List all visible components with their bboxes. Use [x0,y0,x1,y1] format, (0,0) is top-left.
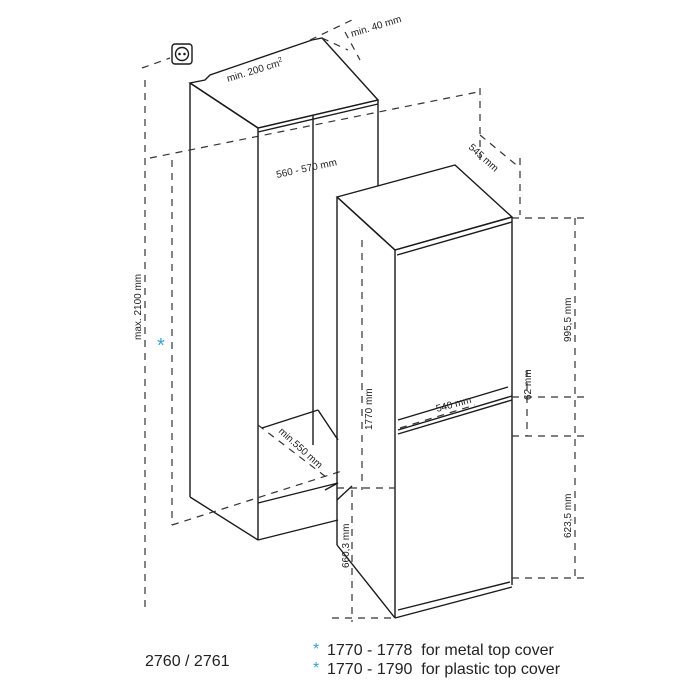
note-asterisk: * [313,660,319,677]
gap-label: 62 mm [523,369,534,400]
top-gap-dim [309,19,353,41]
appliance-depth-dim-line [479,134,521,169]
max-height-label: max. 2100 mm [133,274,144,340]
note-plastic-cover: * 1770 - 1790 for plastic top cover [313,660,561,678]
lower-door-height-label: 623,5 mm [563,494,574,538]
width-540-dim-line [399,404,476,429]
model-number: 2760 / 2761 [145,653,230,670]
top-gap-label: min. 40 mm [350,14,403,40]
note-metal-cover: * 1770 - 1778 for metal top cover [313,641,554,659]
note-text: 1770 - 1790 for plastic top cover [327,661,561,678]
power-socket-icon [171,43,193,65]
niche-depth-label: min.550 mm [276,426,324,471]
niche-cabinet [188,37,380,541]
hinge-height-label: 660,3 mm [341,524,352,568]
note-text: 1770 - 1778 for metal top cover [327,642,554,659]
socket-dim-line [141,57,171,69]
appliance-height-label: 1770 mm [364,388,375,430]
asterisk-marker: * [157,335,165,357]
width-dim-line [149,91,479,159]
refrigerator [335,164,514,619]
note-asterisk: * [313,641,319,658]
niche-width-label: 560 - 570 mm [275,157,338,181]
upper-door-height-label: 995,5 mm [563,298,574,342]
niche-depth-dim-line [257,424,331,481]
